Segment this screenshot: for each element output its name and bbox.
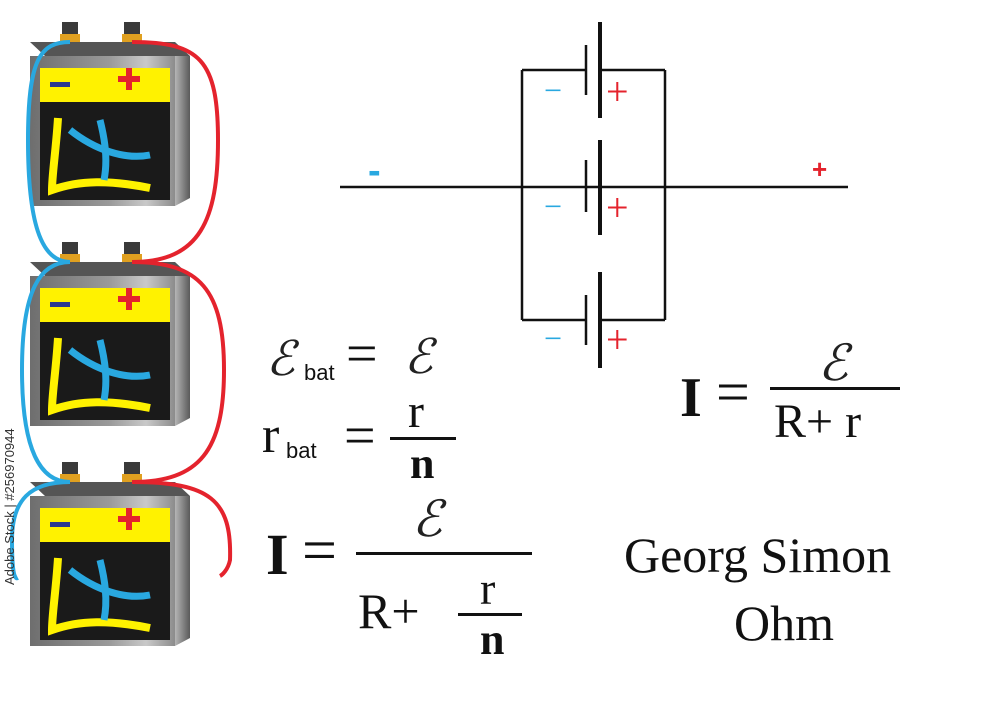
emf-symbol: ℰ [404,329,434,385]
current-equals-ohm: = [716,359,750,425]
inner-r-numerator: r [480,563,496,614]
emf-equals: = [346,323,378,385]
cell-1-plus: + [606,69,629,114]
r-bat-subscript: bat [286,438,317,463]
cell-3-plus: + [606,317,629,362]
current-equals-main: = [302,517,337,585]
red-wires [131,40,233,578]
ohm-fraction-bar [770,387,900,390]
cell-2-plus: + [606,185,629,230]
caption-line-2: Ohm [734,595,834,651]
wire-minus-label: - [368,150,381,192]
current-fraction-bar [356,552,532,555]
current-symbol-ohm: I [680,367,702,429]
ohm-denominator: R+ r [774,395,862,448]
caption-line-1: Georg Simon [624,527,892,583]
r-numerator: r [408,385,424,438]
blue-wires [9,40,71,581]
circuit-wires [340,68,848,322]
r-fraction-bar [390,437,456,440]
r-bat-symbol: r [262,407,280,464]
stock-id-watermark: Adobe Stock | #256970944 [2,428,17,585]
current-symbol-main: I [266,522,289,587]
cell-plates [584,22,602,368]
inner-fraction-bar [458,613,522,616]
r-denominator: n [410,439,435,488]
cell-2-minus: − [544,188,563,224]
cell-3-minus: − [544,320,563,356]
emf-bat-subscript: bat [304,360,335,385]
wire-plus-label: + [812,154,828,184]
battery-2 [30,242,190,426]
current-emf-numerator: ℰ [412,490,443,548]
r-equals: = [344,405,376,467]
battery-3 [30,462,190,646]
current-denominator-R: R+ [358,583,420,639]
inner-n-denominator: n [480,615,505,664]
battery-1 [30,22,190,206]
cell-1-minus: − [544,72,563,108]
ohm-emf-numerator: ℰ [818,334,849,392]
emf-bat-symbol: ℰ [266,331,296,387]
